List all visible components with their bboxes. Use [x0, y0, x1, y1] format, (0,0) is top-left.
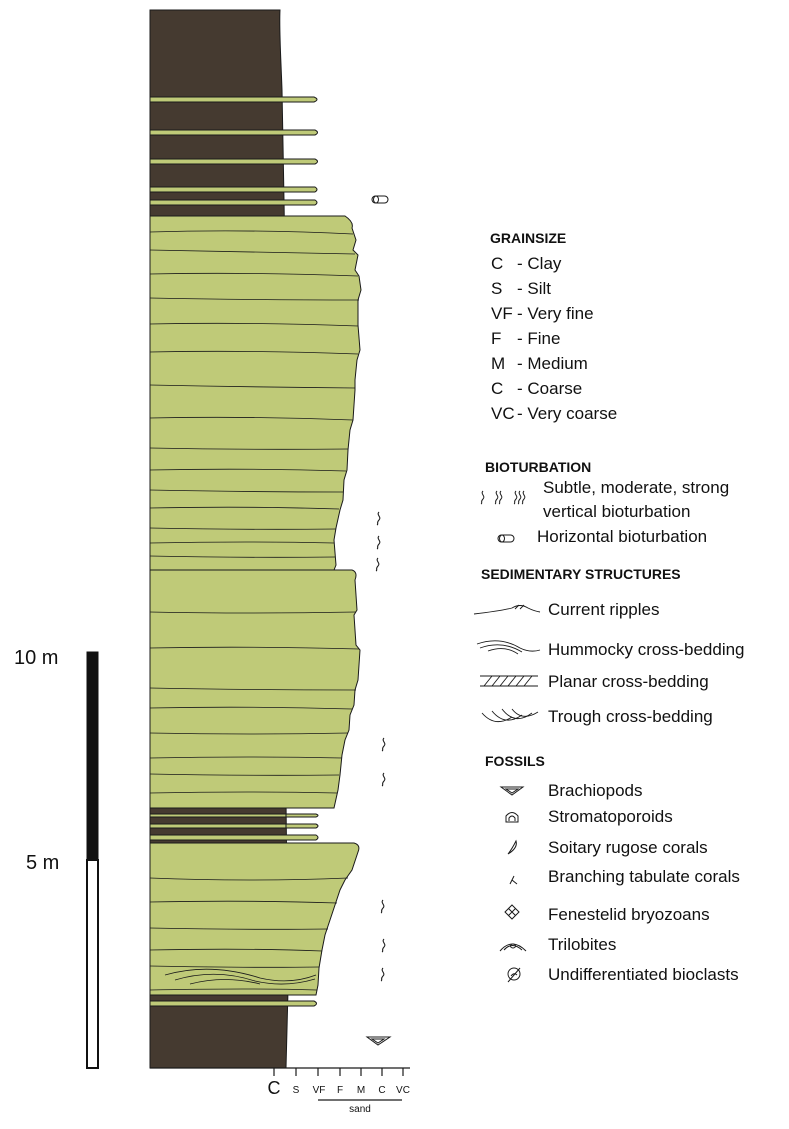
planar-cross-bedding-icon [480, 675, 538, 687]
legend-horizontal-bioturbation: Horizontal bioturbation [537, 527, 708, 546]
sandstone-package-upper [149, 215, 362, 571]
legend-grainsize-item: C - Clay [491, 254, 561, 274]
grainsize-desc: - Clay [517, 254, 562, 273]
grainsize-code: C [491, 254, 504, 273]
sand-label: sand [349, 1104, 371, 1115]
trough-cross-bedding-icon [481, 708, 539, 723]
brachiopod-symbol-log [365, 1036, 392, 1046]
undifferentiated-bioclasts-icon [507, 967, 521, 983]
hummocky-cross-bedding [164, 968, 317, 985]
grainsize-desc: - Medium [517, 354, 588, 373]
grainsize-desc: - Fine [517, 329, 561, 348]
legend-horizontal-bioturbation-icon [497, 534, 515, 543]
legend-trilobites: Trilobites [548, 935, 617, 954]
legend-grainsize-item: F - Fine [491, 329, 560, 349]
legend-solitary-rugose-corals: Soitary rugose corals [548, 838, 708, 857]
legend-sedimentary-heading: SEDIMENTARY STRUCTURES [481, 566, 681, 582]
legend-hummocky-cross-bedding: Hummocky cross-bedding [548, 640, 745, 659]
grainsize-axis [150, 1067, 410, 1101]
sandstone-package-lower [149, 842, 360, 996]
grainsize-code: VC [491, 404, 515, 423]
fenestelid-bryozoan-icon [504, 904, 520, 920]
legend-grainsize-heading: GRAINSIZE [490, 230, 567, 246]
hummocky-cross-bedding-icon [476, 640, 541, 655]
scale-label-10m: 10 m [14, 647, 58, 669]
legend-stromatoporoids: Stromatoporoids [548, 807, 673, 826]
current-ripples-icon [473, 604, 541, 615]
legend-current-ripples: Current ripples [548, 600, 660, 619]
legend-branching-tabulate-corals: Branching tabulate corals [548, 867, 740, 886]
legend-vertical-bioturbation-line1: Subtle, moderate, strong [543, 478, 730, 497]
tick-coarse: C [378, 1085, 385, 1096]
solitary-rugose-coral-icon [507, 839, 517, 855]
branching-tabulate-coral-icon [509, 875, 518, 885]
sandstone-package-middle [149, 569, 361, 809]
legend-grainsize-item: VC- Very coarse [491, 404, 617, 424]
legend-brachiopods: Brachiopods [548, 781, 643, 800]
legend-grainsize-item: VF- Very fine [491, 304, 594, 324]
thin-sandstone-beds-middle [149, 813, 319, 841]
legend-grainsize-item: S - Silt [491, 279, 551, 299]
legend-fossils-heading: FOSSILS [485, 753, 545, 769]
legend-vertical-bioturbation-line2: vertical bioturbation [543, 502, 691, 521]
tick-silt: S [293, 1085, 300, 1096]
thin-sandstone-bed-lower [149, 1000, 317, 1007]
legend-planar-cross-bedding: Planar cross-bedding [548, 672, 709, 691]
grainsize-code: M [491, 354, 506, 373]
legend-fenestelid-bryozoans: Fenestelid bryozoans [548, 905, 710, 924]
legend-trough-cross-bedding: Trough cross-bedding [548, 707, 713, 726]
grainsize-code: S [491, 279, 503, 298]
thin-sandstone-beds-upper [149, 96, 318, 206]
legend-grainsize-item: M - Medium [491, 354, 588, 374]
tick-fine: F [337, 1085, 343, 1096]
legend-bioturbation-heading: BIOTURBATION [485, 459, 592, 475]
tick-very-coarse: VC [396, 1085, 410, 1096]
brachiopod-icon [499, 786, 525, 796]
grainsize-code: F [491, 329, 502, 348]
horizontal-bioturbation-symbol-log [371, 195, 389, 204]
trilobite-icon [499, 943, 527, 952]
grainsize-desc: - Very coarse [517, 404, 618, 423]
grainsize-desc: - Silt [517, 279, 551, 298]
vertical-bioturbation-symbols [375, 511, 386, 982]
stromatoporoid-icon [505, 812, 519, 823]
grainsize-desc: - Coarse [517, 379, 583, 398]
scale-label-5m: 5 m [26, 852, 59, 874]
legend-undifferentiated-bioclasts: Undifferentiated bioclasts [548, 965, 739, 984]
legend-vertical-bioturbation-icons [480, 490, 526, 505]
legend-grainsize-item: C - Coarse [491, 379, 582, 399]
bed-boundaries [149, 230, 360, 991]
tick-very-fine: VF [313, 1085, 326, 1096]
tick-medium: M [357, 1085, 365, 1096]
grainsize-code: VF [491, 304, 513, 323]
grainsize-desc: - Very fine [517, 304, 594, 323]
grainsize-code: C [491, 379, 504, 398]
tick-clay: C [268, 1078, 281, 1098]
scale-bar [86, 651, 99, 1069]
